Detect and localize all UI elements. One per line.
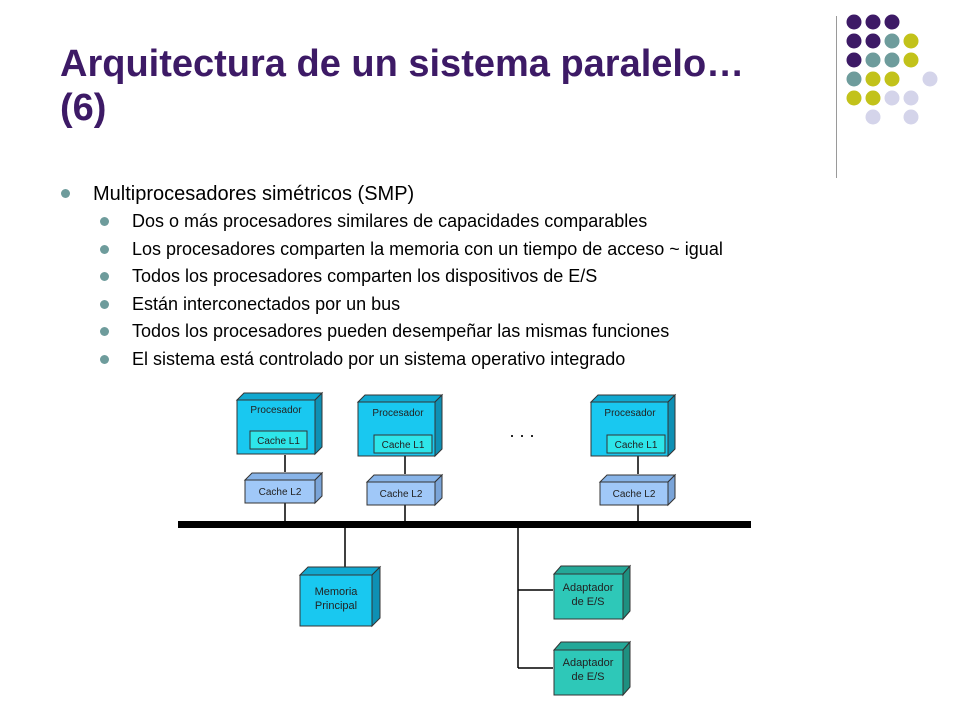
memory-label-line-1: Memoria xyxy=(315,586,359,598)
sub-bullet-text: El sistema está controlado por un sistem… xyxy=(132,348,626,369)
decorative-dot xyxy=(884,52,900,68)
slide-title-line-2: (6) xyxy=(60,87,107,129)
sub-bullet-item: El sistema está controlado por un sistem… xyxy=(60,346,940,374)
decorative-divider-line xyxy=(836,16,837,178)
sub-bullet-item: Todos los procesadores pueden desempeñar… xyxy=(60,318,940,346)
adapter-label-line-1: Adaptador xyxy=(563,657,614,669)
bullet-text: Multiprocesadores simétricos (SMP) xyxy=(93,183,415,205)
bullet-dot-icon xyxy=(61,189,70,198)
sub-bullet-item: Están interconectados por un bus xyxy=(60,291,940,319)
decorative-dot xyxy=(884,90,900,106)
sub-bullet-text: Están interconectados por un bus xyxy=(132,293,401,314)
decorative-dot xyxy=(903,33,919,49)
bullet-dot-icon xyxy=(100,327,109,337)
decorative-dot xyxy=(865,14,881,30)
processor-2: Procesador Cache L1 xyxy=(356,393,444,458)
cache-l2-label: Cache L2 xyxy=(380,489,423,500)
adapter-label-line-1: Adaptador xyxy=(563,582,614,594)
smp-diagram: Procesador Cache L1 Cache L2 Procesador … xyxy=(178,391,751,697)
sub-bullet-item: Todos los procesadores comparten los dis… xyxy=(60,263,940,291)
decorative-dot xyxy=(846,33,862,49)
decorative-dot xyxy=(884,33,900,49)
sub-bullet-text: Los procesadores comparten la memoria co… xyxy=(132,238,723,259)
processor-label: Procesador xyxy=(250,405,302,416)
sub-bullet-text: Todos los procesadores pueden desempeñar… xyxy=(132,321,670,342)
decorative-dot xyxy=(846,52,862,68)
decorative-dot-grid xyxy=(846,14,938,125)
cache-l2-label: Cache L2 xyxy=(613,489,656,500)
cache-l2-3: Cache L2 xyxy=(598,473,677,507)
io-adapter-2: Adaptador de E/S xyxy=(552,640,632,697)
cache-l2-2: Cache L2 xyxy=(365,473,444,507)
decorative-dot xyxy=(865,109,881,125)
cache-l2-label: Cache L2 xyxy=(259,487,302,498)
processor-3: Procesador Cache L1 xyxy=(589,393,677,458)
decorative-dot xyxy=(922,71,938,87)
system-bus xyxy=(178,521,751,528)
bullet-dot-icon xyxy=(100,299,109,309)
decorative-dot xyxy=(865,33,881,49)
cache-l1-label: Cache L1 xyxy=(382,440,425,451)
bullet-dot-icon xyxy=(100,244,109,254)
decorative-dot xyxy=(846,71,862,87)
sub-bullet-text: Dos o más procesadores similares de capa… xyxy=(132,211,648,231)
sub-bullet-item: Los procesadores comparten la memoria co… xyxy=(60,236,940,264)
processor-1: Procesador Cache L1 xyxy=(235,391,324,456)
bullet-dot-icon xyxy=(100,354,109,364)
decorative-dot xyxy=(846,90,862,106)
processor-label: Procesador xyxy=(604,408,656,419)
cache-l1-label: Cache L1 xyxy=(257,436,300,447)
slide-title: Arquitectura de un sistema paralelo… (6) xyxy=(60,42,820,130)
decorative-dot xyxy=(903,52,919,68)
slide-title-line-1: Arquitectura de un sistema paralelo… xyxy=(60,43,745,85)
bullet-item-smp: Multiprocesadores simétricos (SMP) xyxy=(60,180,940,208)
decorative-dot xyxy=(865,52,881,68)
bullet-dot-icon xyxy=(100,217,109,226)
decorative-dot xyxy=(903,90,919,106)
processor-label: Procesador xyxy=(372,408,424,419)
cache-l1-label: Cache L1 xyxy=(615,440,658,451)
decorative-dot xyxy=(846,14,862,30)
cache-l2-1: Cache L2 xyxy=(243,471,324,505)
decorative-dot xyxy=(884,14,900,30)
decorative-dot xyxy=(865,90,881,106)
adapter-label-line-2: de E/S xyxy=(571,671,604,683)
connector-lines xyxy=(284,455,639,669)
io-adapter-1: Adaptador de E/S xyxy=(552,564,632,621)
sub-bullet-item: Dos o más procesadores similares de capa… xyxy=(60,208,940,236)
adapter-label-line-2: de E/S xyxy=(571,596,604,608)
decorative-dot xyxy=(903,109,919,125)
bullet-list: Multiprocesadores simétricos (SMP) Dos o… xyxy=(60,180,940,374)
bullet-dot-icon xyxy=(100,272,109,282)
decorative-dot xyxy=(884,71,900,87)
sub-bullet-text: Todos los procesadores comparten los dis… xyxy=(132,266,598,287)
memory-label-line-2: Principal xyxy=(315,600,357,612)
ellipsis-text: . . . xyxy=(509,421,534,441)
main-memory: Memoria Principal xyxy=(298,565,382,628)
decorative-dot xyxy=(865,71,881,87)
